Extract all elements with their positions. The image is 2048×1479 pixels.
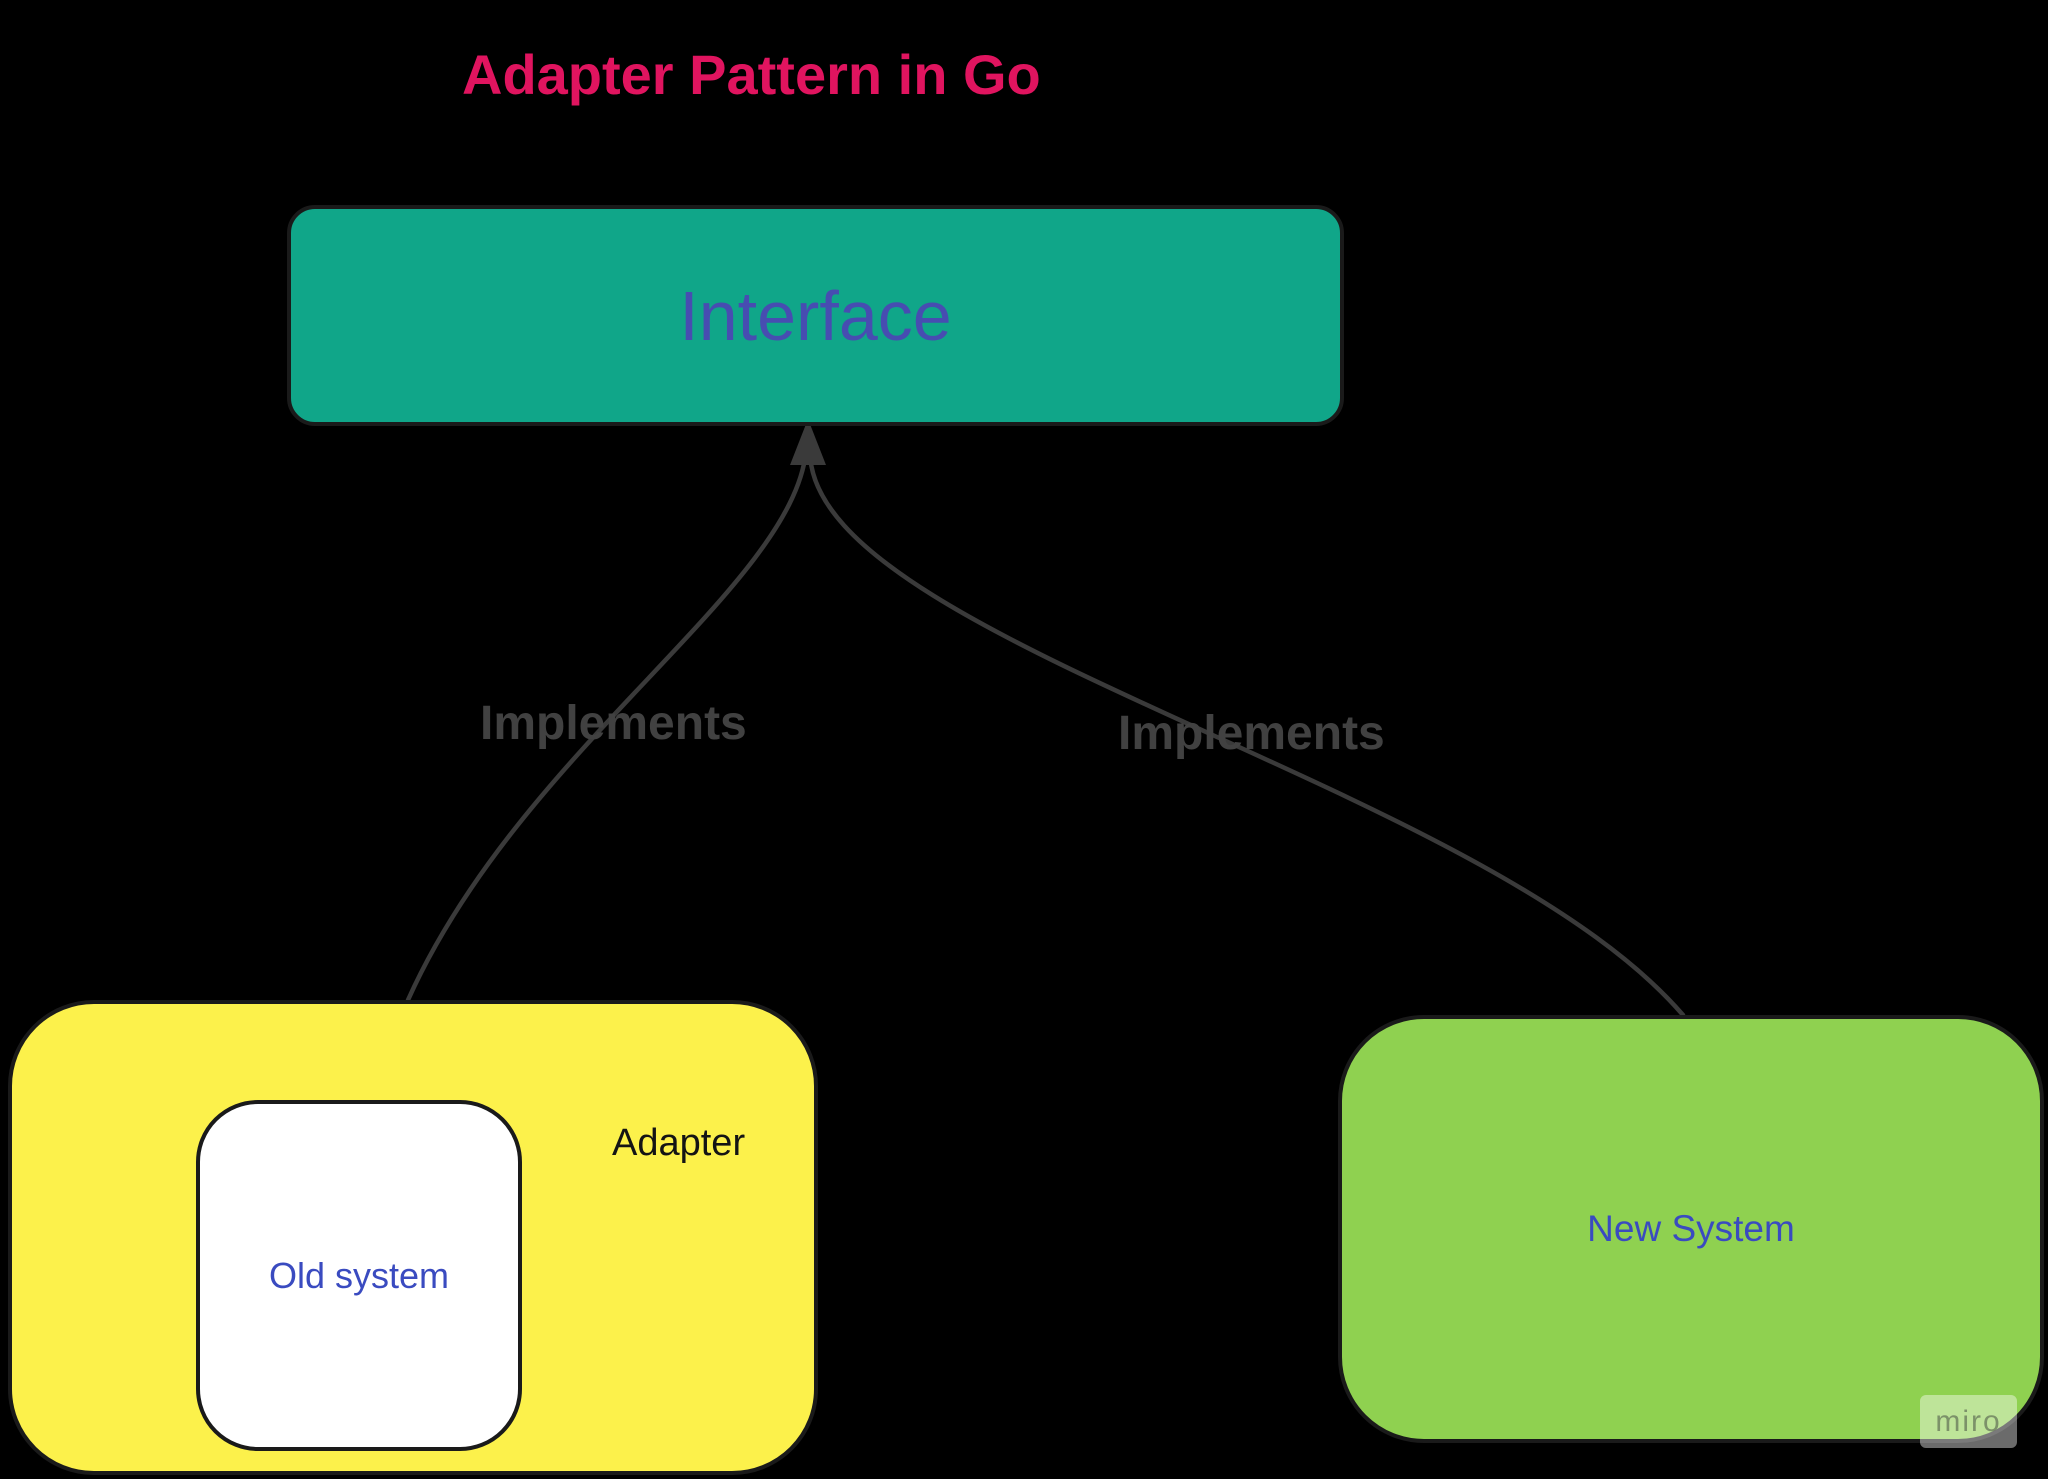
old-system-label: Old system — [268, 1254, 450, 1296]
adapter-label: Adapter — [612, 1122, 746, 1164]
right-implements-curve[interactable] — [807, 449, 1686, 1018]
adapter-node[interactable]: Adapter Old system — [8, 1000, 818, 1475]
miro-logo-text: miro — [1935, 1404, 2002, 1438]
new-system-label: New System — [1587, 1208, 1795, 1249]
edge-label-implements-left: Implements — [480, 697, 747, 750]
interface-node[interactable]: Interface — [287, 205, 1344, 426]
old-system-node[interactable]: Old system — [196, 1100, 522, 1451]
miro-watermark-badge: miro — [1920, 1395, 2017, 1448]
edge-label-implements-right: Implements — [1118, 707, 1385, 760]
interface-label: Interface — [679, 276, 952, 355]
left-implements-curve[interactable] — [405, 449, 809, 1003]
new-system-node[interactable]: New System — [1338, 1015, 2044, 1443]
diagram-title: Adapter Pattern in Go — [462, 43, 1041, 106]
